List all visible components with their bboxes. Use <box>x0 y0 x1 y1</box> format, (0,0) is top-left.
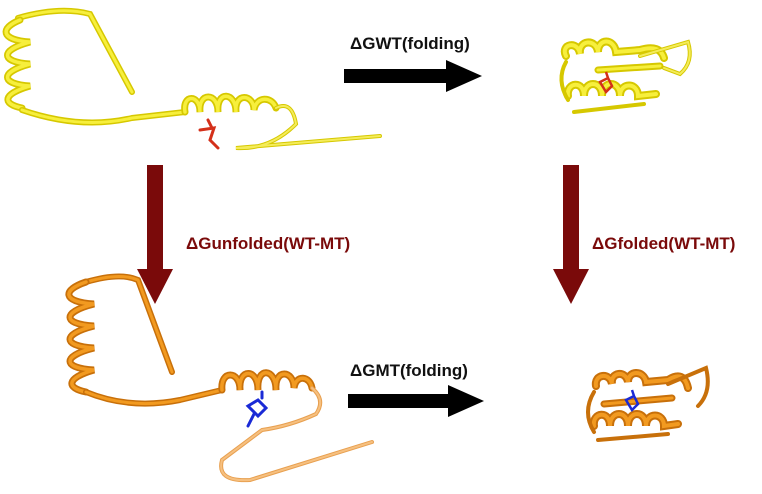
mt-folded-residue-marker <box>624 389 640 413</box>
mt-folding-arrow <box>348 385 484 417</box>
mt-folded-structure <box>586 365 710 442</box>
wt-residue-marker <box>198 118 220 150</box>
wt-folding-arrow <box>344 60 482 92</box>
folded-diff-arrow <box>553 165 589 304</box>
mt-residue-marker <box>245 390 269 428</box>
wt-unfolded-structure <box>2 7 382 151</box>
mt-unfolded-structure <box>65 273 374 483</box>
mt-folding-label: ΔGMT(folding) <box>350 361 468 380</box>
unfolded-diff-arrow <box>137 165 173 304</box>
wt-folding-label: ΔGWT(folding) <box>350 34 470 53</box>
folded-diff-label: ΔGfolded(WT-MT) <box>592 234 736 253</box>
wt-folded-residue-marker <box>598 71 614 95</box>
unfolded-diff-label: ΔGunfolded(WT-MT) <box>186 234 351 253</box>
wt-folded-structure <box>559 37 692 114</box>
